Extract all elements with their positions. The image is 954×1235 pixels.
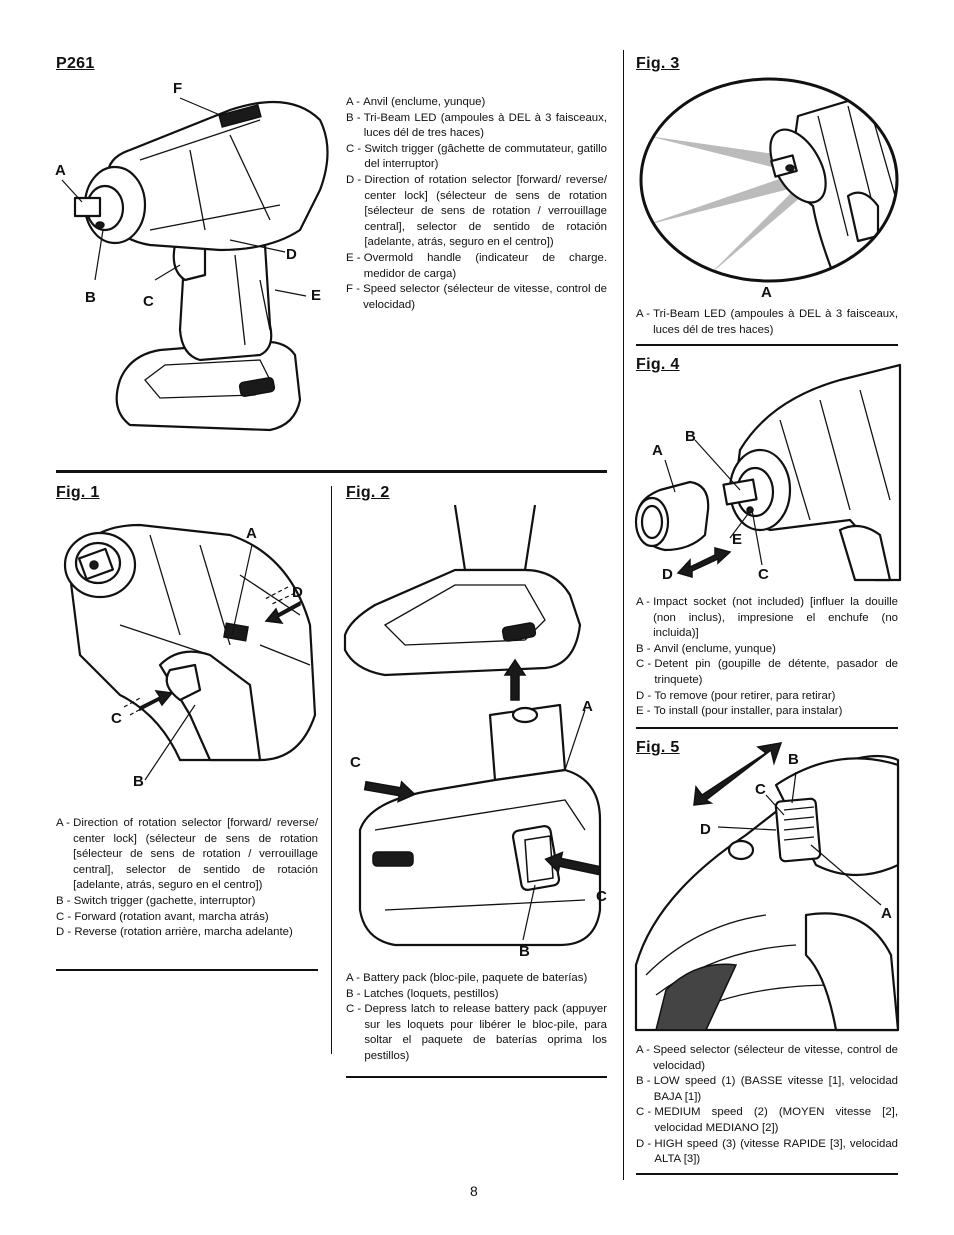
fig5-callout-c: C bbox=[755, 781, 766, 798]
column-divider bbox=[331, 486, 332, 1054]
p261-callout-c: C bbox=[143, 293, 154, 310]
fig4-callout-e: E bbox=[732, 531, 743, 548]
legend-item: B - Tri-Beam LED (ampoules à DEL à 3 fai… bbox=[346, 111, 607, 140]
legend-item: C - Depress latch to release battery pac… bbox=[346, 1003, 607, 1062]
fig1-legend: A - Direction of rotation selector [forw… bbox=[56, 816, 318, 941]
fig1-callout-c: C bbox=[111, 710, 122, 727]
section-divider bbox=[636, 727, 898, 729]
p261-callout-b: B bbox=[85, 289, 96, 306]
legend-item: C - Forward (rotation avant, marcha atrá… bbox=[56, 910, 269, 923]
fig5-legend: A - Speed selector (sélecteur de vitesse… bbox=[636, 1043, 898, 1168]
p261-callout-e: E bbox=[311, 287, 322, 304]
legend-item: A - Anvil (enclume, yunque) bbox=[346, 96, 486, 108]
legend-item: C - MEDIUM speed (2) (MOYEN vitesse [2],… bbox=[636, 1106, 898, 1134]
fig4-callout-a: A bbox=[652, 442, 663, 459]
fig5-illustration bbox=[634, 742, 900, 1032]
fig2-callout-c2: C bbox=[596, 888, 607, 905]
p261-callout-d: D bbox=[286, 246, 297, 263]
p261-callout-f: F bbox=[173, 80, 183, 97]
legend-item: A - Battery pack (bloc-pile, paquete de … bbox=[346, 972, 588, 984]
legend-item: D - To remove (pour retirer, para retira… bbox=[636, 689, 836, 702]
legend-item: A - Direction of rotation selector [forw… bbox=[56, 817, 318, 892]
fig4-callout-b: B bbox=[685, 428, 696, 445]
fig2-callout-b: B bbox=[519, 943, 530, 960]
fig1-callout-b: B bbox=[133, 773, 144, 790]
fig1-illustration bbox=[63, 523, 317, 781]
fig3-title: Fig. 3 bbox=[636, 55, 680, 72]
fig3-illustration bbox=[639, 77, 899, 283]
fig4-callout-d: D bbox=[662, 566, 673, 583]
fig5-callout-b: B bbox=[788, 751, 799, 768]
section-divider bbox=[56, 470, 607, 473]
legend-item: B - LOW speed (1) (BASSE vitesse [1], ve… bbox=[636, 1075, 898, 1103]
legend-item: F - Speed selector (sélecteur de vitesse… bbox=[346, 283, 607, 311]
fig4-callout-c: C bbox=[758, 566, 769, 583]
fig2-callout-c1: C bbox=[350, 754, 361, 771]
fig1-callout-a: A bbox=[246, 525, 257, 542]
p261-tool-illustration bbox=[61, 97, 329, 432]
p261-callout-a: A bbox=[55, 162, 66, 179]
fig5-callout-d: D bbox=[700, 821, 711, 838]
fig4-illustration bbox=[634, 363, 902, 582]
legend-item: D - Direction of rotation selector [forw… bbox=[346, 173, 607, 249]
legend-item: C - Switch trigger (gâchette de commutat… bbox=[346, 142, 607, 171]
fig4-title: Fig. 4 bbox=[636, 356, 680, 373]
p261-legend: A - Anvil (enclume, yunque) B - Tri-Beam… bbox=[346, 95, 607, 313]
legend-item: D - Reverse (rotation arrière, marcha ad… bbox=[56, 926, 293, 939]
legend-item: B - Latches (loquets, pestillos) bbox=[346, 987, 499, 1000]
section-divider bbox=[56, 969, 318, 971]
page-number: 8 bbox=[470, 1183, 478, 1199]
fig2-legend: A - Battery pack (bloc-pile, paquete de … bbox=[346, 971, 607, 1065]
fig5-callout-a: A bbox=[881, 905, 892, 922]
fig3-legend: A - Tri-Beam LED (ampoules à DEL à 3 fai… bbox=[636, 307, 898, 338]
legend-item: B - Switch trigger (gachette, interrupto… bbox=[56, 894, 256, 907]
legend-item: E - To install (pour installer, para ins… bbox=[636, 705, 843, 718]
fig2-title: Fig. 2 bbox=[346, 484, 390, 501]
p261-title: P261 bbox=[56, 55, 95, 72]
section-divider bbox=[636, 344, 898, 346]
fig1-callout-d: D bbox=[292, 584, 303, 601]
fig4-legend: A - Impact socket (not included) [influe… bbox=[636, 595, 898, 720]
legend-item: A - Tri-Beam LED (ampoules à DEL à 3 fai… bbox=[636, 308, 898, 336]
legend-item: D - HIGH speed (3) (vitesse RAPIDE [3], … bbox=[636, 1137, 898, 1166]
legend-item: A - Impact socket (not included) [influe… bbox=[636, 596, 898, 640]
legend-item: C - Detent pin (goupille de détente, pas… bbox=[636, 658, 898, 686]
fig5-title: Fig. 5 bbox=[636, 739, 680, 756]
legend-item: A - Speed selector (sélecteur de vitesse… bbox=[636, 1044, 898, 1072]
legend-item: B - Anvil (enclume, yunque) bbox=[636, 642, 776, 655]
fig3-callout-a: A bbox=[761, 284, 772, 301]
section-divider bbox=[636, 1173, 898, 1175]
fig2-callout-a: A bbox=[582, 698, 593, 715]
fig1-title: Fig. 1 bbox=[56, 484, 100, 501]
column-divider bbox=[623, 50, 624, 1180]
fig2-illustration bbox=[343, 504, 602, 947]
section-divider bbox=[346, 1076, 607, 1078]
legend-item: E - Overmold handle (indicateur de charg… bbox=[346, 251, 607, 280]
